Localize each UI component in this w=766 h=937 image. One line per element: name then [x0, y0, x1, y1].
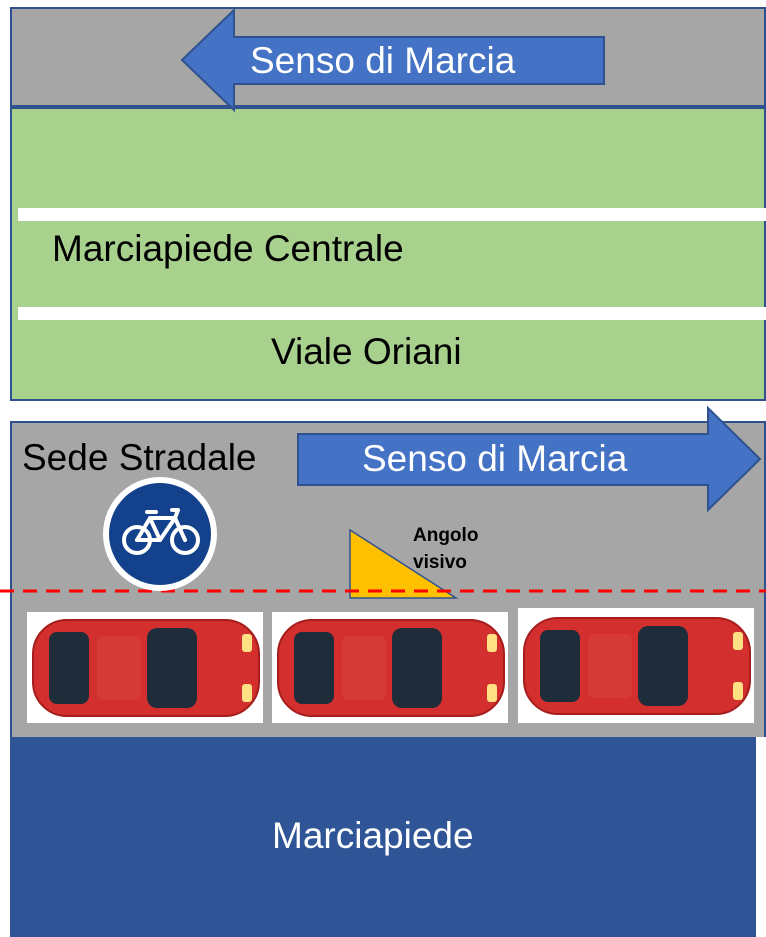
sidewalk-label: Marciapiede — [272, 815, 474, 856]
sidewalk — [10, 737, 756, 937]
roadway-label: Sede Stradale — [22, 437, 257, 478]
direction-arrow-right — [297, 405, 762, 513]
sight-angle-label: Angolo visivo — [413, 522, 478, 576]
road-direction-label: Senso di Marcia — [362, 438, 628, 479]
central-sidewalk-label: Marciapiede Centrale — [52, 228, 404, 269]
sight-angle-triangle — [349, 528, 459, 599]
median-white-stripe-top — [18, 208, 766, 221]
sight-angle-label-line2: visivo — [413, 552, 467, 573]
median-white-stripe-bottom — [18, 307, 766, 320]
central-median — [10, 107, 766, 401]
parked-car — [518, 608, 754, 723]
top-direction-label: Senso di Marcia — [250, 40, 516, 81]
bicycle-sign-icon — [103, 477, 217, 591]
sight-angle-label-line1: Angolo — [413, 525, 479, 546]
parked-car — [272, 612, 508, 723]
street-name-label: Viale Oriani — [271, 331, 462, 372]
parked-car — [27, 612, 263, 723]
direction-arrow-left — [180, 7, 605, 113]
